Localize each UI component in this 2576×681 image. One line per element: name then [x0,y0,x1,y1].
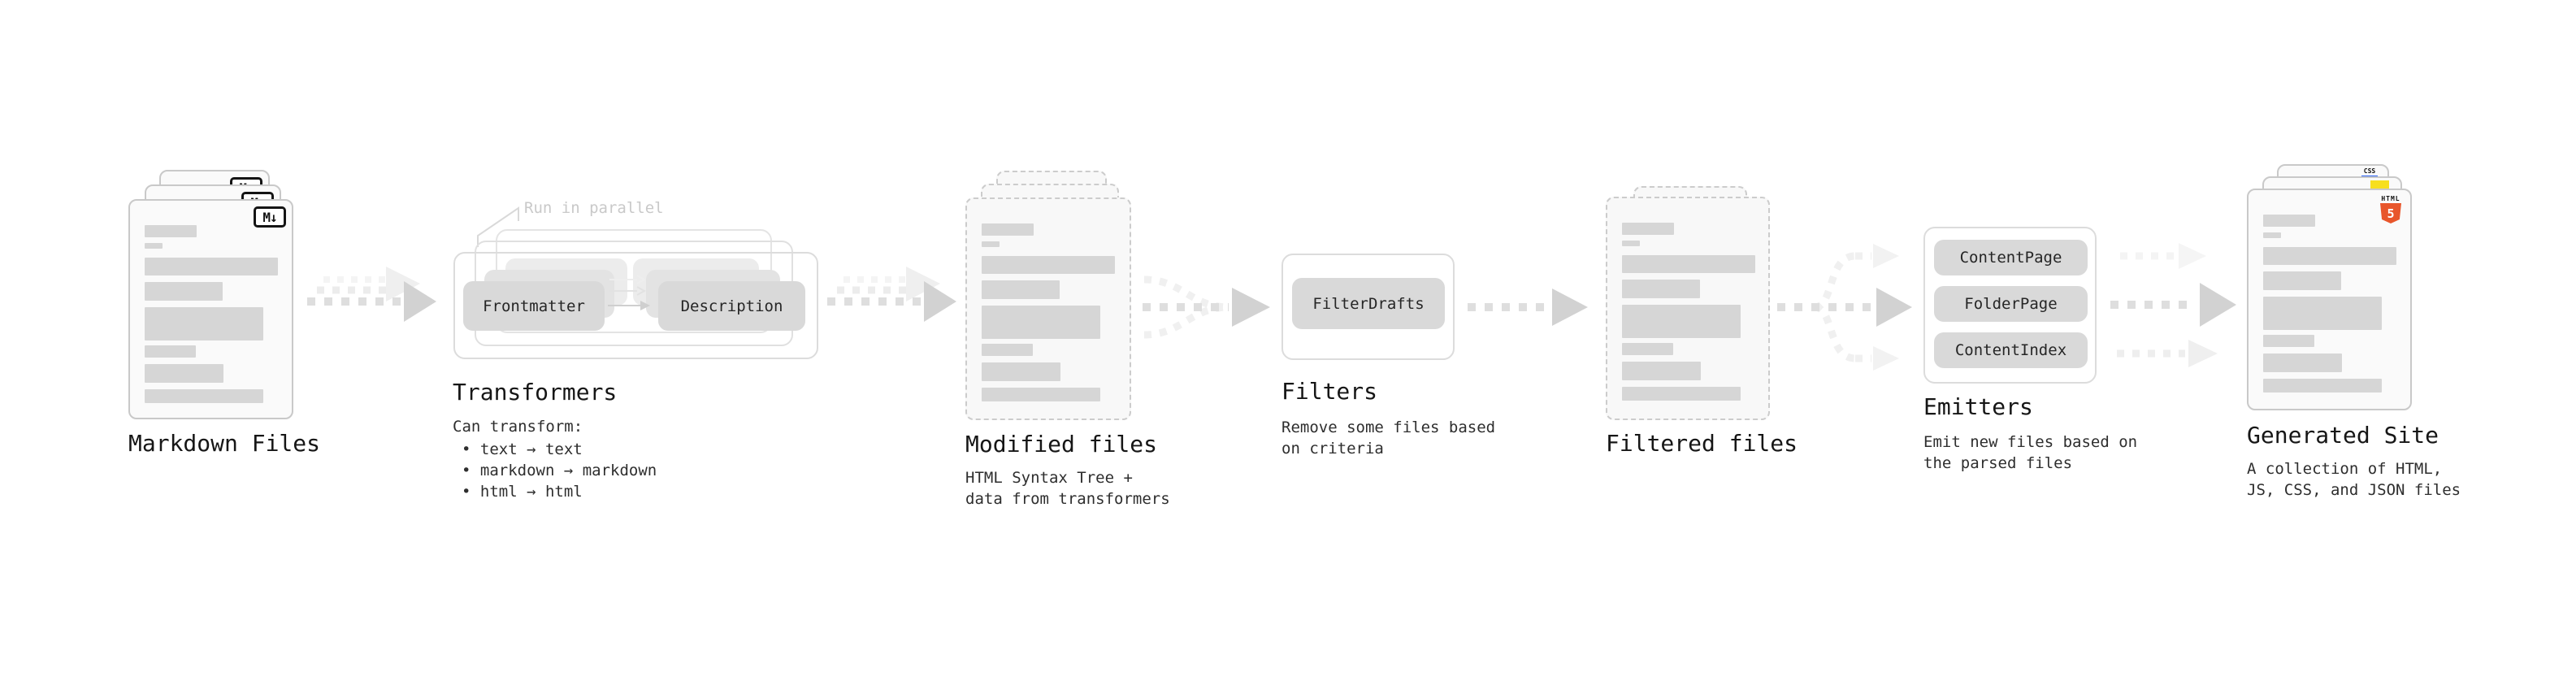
markdown-icon: M↓ [254,206,286,228]
skeleton-line [982,280,1060,299]
arrow-modified-to-filters [1143,275,1270,339]
skeleton-line [2263,247,2396,265]
modified-file-card-front [965,197,1131,420]
arrow-filters-to-filtered [1468,288,1588,326]
skeleton-line [1622,362,1701,380]
html5-icon: HTML 5 [2379,195,2402,223]
stage-title-generated-site: Generated Site [2247,422,2439,449]
arrow-markdown-to-transformers [307,267,436,322]
skeleton-line [1622,387,1741,401]
skeleton-line [2263,379,2382,393]
filter-node-filterdrafts: FilterDrafts [1292,278,1445,329]
javascript-icon [2370,180,2389,189]
filters-panel: FilterDrafts [1281,254,1455,360]
skeleton-line [982,362,1060,381]
generated-site-desc: A collection of HTML, JS, CSS, and JSON … [2247,460,2461,499]
skeleton-line [145,345,196,358]
filtered-file-card-front [1606,197,1770,420]
skeleton-line [2263,297,2382,330]
emitters-panel: ContentPage FolderPage ContentIndex [1923,227,2097,384]
arrow-filtered-to-emitters [1777,244,1912,371]
stage-title-emitters: Emitters [1923,393,2033,420]
stage-title-transformers: Transformers [453,379,618,406]
skeleton-line [2263,335,2314,347]
skeleton-line [982,344,1033,356]
markdown-file-card-front: M↓ [128,199,293,419]
site-file-card-html: HTML 5 [2247,189,2412,410]
skeleton-line [982,306,1100,339]
skeleton-line [145,307,263,340]
skeleton-line [982,388,1100,401]
skeleton-line [1622,305,1741,338]
skeleton-line [145,282,223,301]
emitter-node-contentpage: ContentPage [1934,240,2088,275]
skeleton-line [2263,271,2341,290]
transformers-panel-front: Frontmatter Description [453,252,818,359]
annotation-run-in-parallel: Run in parallel [524,199,664,217]
arrow-emitters-to-site [2110,243,2236,367]
filters-desc: Remove some files based on criteria [1281,419,1496,458]
stage-title-modified-files: Modified files [965,431,1158,458]
skeleton-line [982,256,1115,274]
transformer-node-frontmatter: Frontmatter [463,281,605,331]
skeleton-line [1622,223,1674,235]
skeleton-line [2263,232,2281,238]
emitter-node-contentindex: ContentIndex [1934,332,2088,368]
emitters-desc: Emit new files based on the parsed files [1923,433,2138,472]
skeleton-line [2263,354,2342,372]
skeleton-line [145,364,223,383]
stage-title-filtered-files: Filtered files [1606,430,1798,457]
transformers-bullet-list: • text → text • markdown → markdown • ht… [462,439,657,502]
bullet-item: • text → text [462,440,583,458]
skeleton-line [1622,280,1700,298]
stage-title-markdown-files: Markdown Files [128,430,321,457]
skeleton-line [145,225,197,237]
transformer-node-description: Description [658,281,805,331]
stage-title-filters: Filters [1281,378,1378,405]
skeleton-line [982,241,1000,247]
transformer-flow-arrows [608,275,650,310]
annotation-leader-line [477,206,519,247]
skeleton-line [1622,241,1640,246]
skeleton-line [982,223,1034,236]
arrow-transformers-to-modified [827,267,956,322]
skeleton-line [145,389,263,403]
skeleton-line [1622,343,1673,355]
modified-files-desc: HTML Syntax Tree + data from transformer… [965,469,1170,508]
emitter-node-folderpage: FolderPage [1934,286,2088,322]
skeleton-line [1622,255,1755,273]
skeleton-line [145,258,278,275]
bullet-item: • markdown → markdown [462,462,657,479]
skeleton-line [2263,215,2315,227]
transformers-desc-heading: Can transform: [453,418,583,436]
skeleton-line [145,243,163,249]
bullet-item: • html → html [462,483,583,501]
